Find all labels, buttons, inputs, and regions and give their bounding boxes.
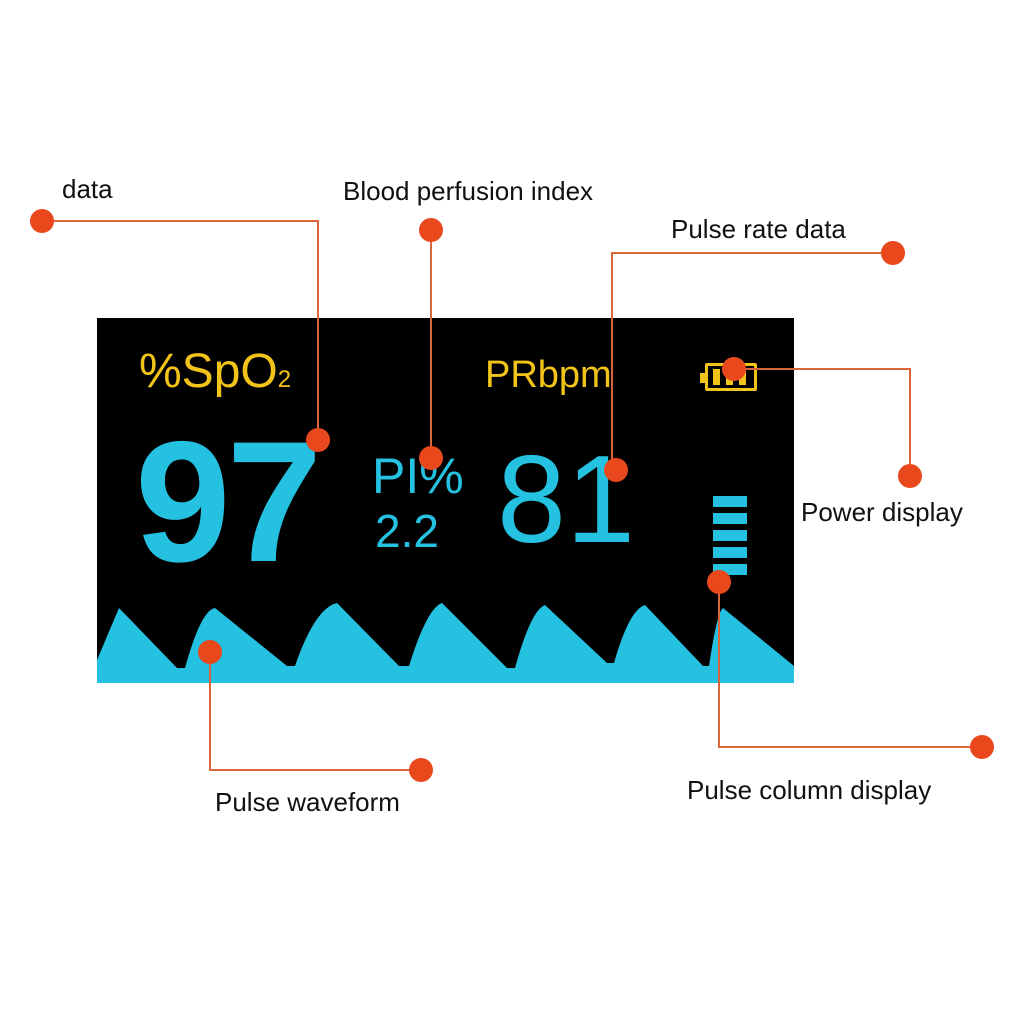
pulse-column-segment <box>713 547 747 558</box>
callout-label-blood-perfusion-index: Blood perfusion index <box>343 176 594 206</box>
spo2-value: 97 <box>135 406 322 598</box>
pulse-column-segment <box>713 496 747 507</box>
pulse-rate-label: PRbpm <box>485 354 612 396</box>
pulse-column-segment <box>713 530 747 541</box>
pulse-column-segment <box>713 513 747 524</box>
pulse-column-segment <box>713 564 747 575</box>
pi-label: PI% <box>372 448 464 504</box>
callout-label-power-display: Power display <box>801 497 963 527</box>
callout-label-pulse-column-display: Pulse column display <box>687 775 932 805</box>
oximeter-screen: %SpO2 PRbpm 97 PI% 2.2 81 <box>97 318 794 683</box>
callout-dot-power-end <box>898 464 922 488</box>
callout-dot-pulse-rate-start <box>881 241 905 265</box>
callout-dot-pi-start <box>419 218 443 242</box>
pi-value: 2.2 <box>375 505 439 557</box>
callout-label-data: data <box>62 174 113 204</box>
pulse-waveform <box>97 603 794 683</box>
callout-dot-data-start <box>30 209 54 233</box>
callout-dot-pulse-column-end <box>970 735 994 759</box>
callout-label-pulse-rate-data: Pulse rate data <box>671 214 846 244</box>
callout-label-pulse-waveform: Pulse waveform <box>215 787 400 817</box>
callout-dot-waveform-end <box>409 758 433 782</box>
